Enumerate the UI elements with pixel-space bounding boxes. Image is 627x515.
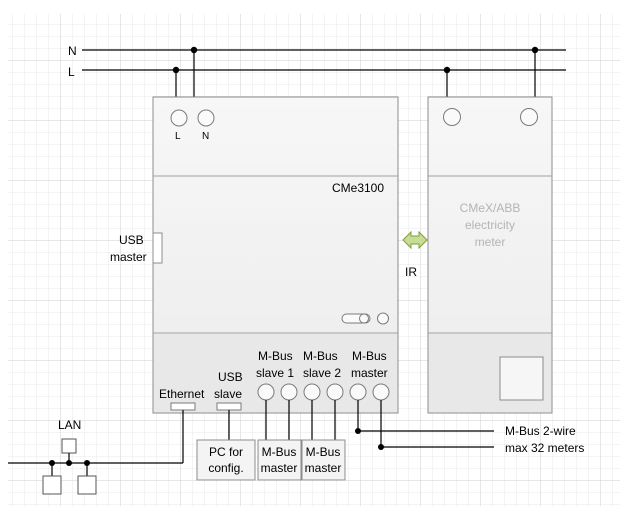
mbus-master-box-label: master [305,461,342,475]
ir-label: IR [405,265,417,279]
junction-dot [49,460,55,466]
n-terminal-label: N [202,131,209,142]
mbus-master-terminal [349,383,367,401]
l-terminal-label: L [175,131,181,142]
mbus-slave1-label: slave 1 [256,366,294,380]
mbus-master-label: M-Bus [352,349,387,363]
mbus-slave2-terminal [303,383,321,401]
device-title: CMe3100 [332,181,384,195]
mbus-slave2-label: M-Bus [303,349,338,363]
usb-slave-label: USB [218,370,243,384]
n-line-label: N [68,44,77,58]
button-knob [359,313,369,324]
mbus-slave1-terminal [257,383,275,401]
pc-label: PC for [209,445,243,459]
junction-dot [443,66,451,74]
cme3100-unit: L N CMe3100 USB master USB slave Etherne… [110,96,399,414]
junction-dot [190,46,198,54]
mbus-master-label: master [351,366,388,380]
n-terminal [197,109,215,127]
l-line-label: L [68,65,75,79]
ir-arrow-icon [402,230,428,250]
mbus-note: max 32 meters [505,441,584,455]
electricity-meter: CMeX/ABB electricity meter [427,96,553,414]
usb-master-port [152,232,163,264]
meter-text: CMeX/ABB [460,201,521,215]
supply-lines: N L [68,44,566,116]
junction-dot [84,460,90,466]
meter-text: meter [475,235,506,249]
mbus-slave1-label: M-Bus [258,349,293,363]
usb-master-label: USB [119,233,144,247]
junction-dot [378,444,384,450]
ethernet-label: Ethernet [159,387,205,401]
ir-link: IR [402,230,428,279]
l-terminal [170,109,188,127]
pc-box [196,439,256,481]
usb-slave-label: slave [214,387,242,401]
lan-node-box [42,475,62,495]
junction-dot [531,46,539,54]
usb-slave-port [216,402,242,411]
mbus-note: M-Bus 2-wire [505,424,576,438]
mbus-master-wiring: M-Bus 2-wire max 32 meters [355,400,584,455]
lan-wiring: LAN [8,410,184,495]
lan-switch-box [61,438,77,454]
mbus-master-box [301,439,346,481]
mbus-slave2-label: slave 2 [303,366,341,380]
mbus-master-box [257,439,302,481]
usb-master-label: master [110,250,147,264]
meter-display [499,356,544,401]
lan-node-box [77,475,97,495]
mbus-master-box-label: M-Bus [306,445,341,459]
mbus-slave1-terminal [280,383,298,401]
connected-devices: PC for config. M-Bus master M-Bus master [196,400,346,481]
status-led [377,312,389,325]
ethernet-port [170,402,196,411]
junction-dot [66,460,72,466]
meter-n-terminal [520,108,538,126]
mbus-master-terminal [372,383,390,401]
mbus-slave2-terminal [326,383,344,401]
junction-dot [172,66,180,74]
meter-text: electricity [465,218,515,232]
junction-dot [355,428,361,434]
mbus-master-box-label: master [261,461,298,475]
mbus-master-box-label: M-Bus [262,445,297,459]
lan-label: LAN [58,418,81,432]
meter-l-terminal [443,108,461,126]
pc-label: config. [208,461,243,475]
